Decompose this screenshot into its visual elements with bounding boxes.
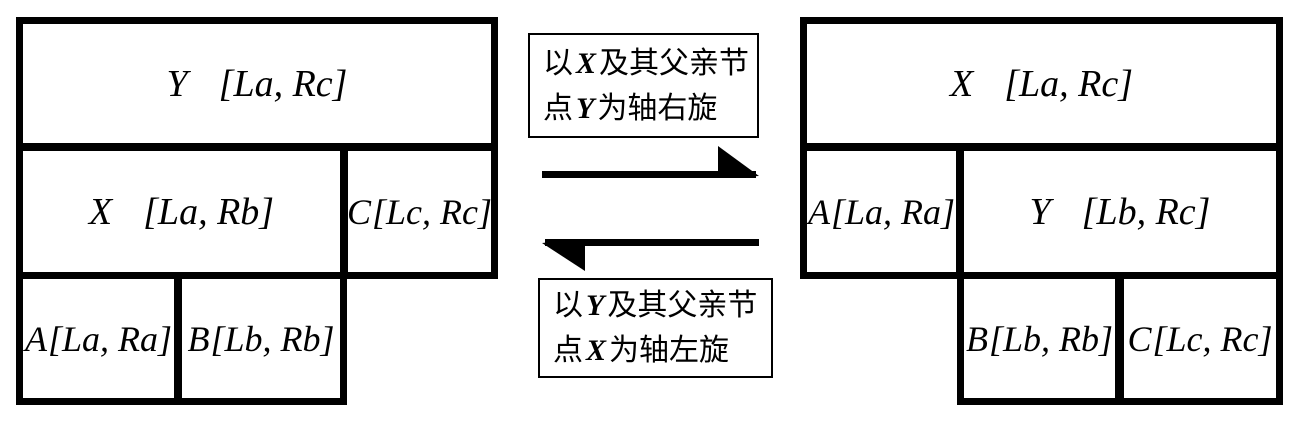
label-text: 以 <box>543 45 573 81</box>
node-interval: [Lc, Rc] <box>1152 318 1273 359</box>
right-tree-leaf-node-B: B [Lb, Rb] <box>957 272 1122 405</box>
label-text: 及其父亲节 <box>607 288 758 323</box>
rotate-left-arrow-icon <box>542 239 759 271</box>
node-interval: [Lb, Rc] <box>1081 190 1211 233</box>
right-tree-child-node-A: A [La, Ra] <box>800 144 963 279</box>
left-tree-leaf-node-A: A [La, Ra] <box>16 272 181 405</box>
label-text: 点 <box>553 333 583 368</box>
label-text: 为轴右旋 <box>597 90 718 126</box>
node-interval: [Lb, Rb] <box>210 318 335 359</box>
right-tree-root-node-X: X [La, Rc] <box>800 17 1283 150</box>
node-name: X <box>88 190 114 233</box>
left-tree-root-node-Y: Y [La, Rc] <box>16 17 498 150</box>
node-interval: [La, Rc] <box>1004 62 1133 105</box>
node-name: X <box>949 62 975 105</box>
node-interval: [La, Rc] <box>218 62 348 105</box>
node-name: A <box>24 318 48 359</box>
node-name: Y <box>166 62 189 105</box>
node-name: B <box>965 318 989 359</box>
left-tree-leaf-node-B: B [Lb, Rb] <box>175 272 347 405</box>
label-text: 为轴左旋 <box>609 333 730 368</box>
node-name: C <box>347 191 373 232</box>
node-name: Y <box>1029 190 1052 233</box>
node-interval: [La, Ra] <box>47 318 173 359</box>
node-interval: [La, Ra] <box>830 191 956 232</box>
left-tree-child-node-C: C [Lc, Rc] <box>341 144 498 279</box>
label-var: Y <box>586 289 605 322</box>
node-name: C <box>1127 318 1153 359</box>
right-tree-child-node-Y: Y [Lb, Rc] <box>957 144 1283 279</box>
node-name: A <box>807 191 831 232</box>
right-tree-leaf-node-C: C [Lc, Rc] <box>1117 272 1283 405</box>
node-interval: [Lc, Rc] <box>372 191 493 232</box>
node-interval: [La, Rb] <box>143 190 275 233</box>
label-var: X <box>586 334 607 367</box>
node-interval: [Lb, Rb] <box>988 318 1114 359</box>
label-text: 以 <box>553 288 583 323</box>
label-var: X <box>576 46 597 80</box>
label-var: Y <box>576 91 595 125</box>
rotate-right-arrow-icon <box>542 146 759 178</box>
label-text: 点 <box>543 90 573 126</box>
left-tree-child-node-X: X [La, Rb] <box>16 144 347 279</box>
node-name: B <box>187 318 211 359</box>
label-text: 及其父亲节 <box>599 45 750 81</box>
